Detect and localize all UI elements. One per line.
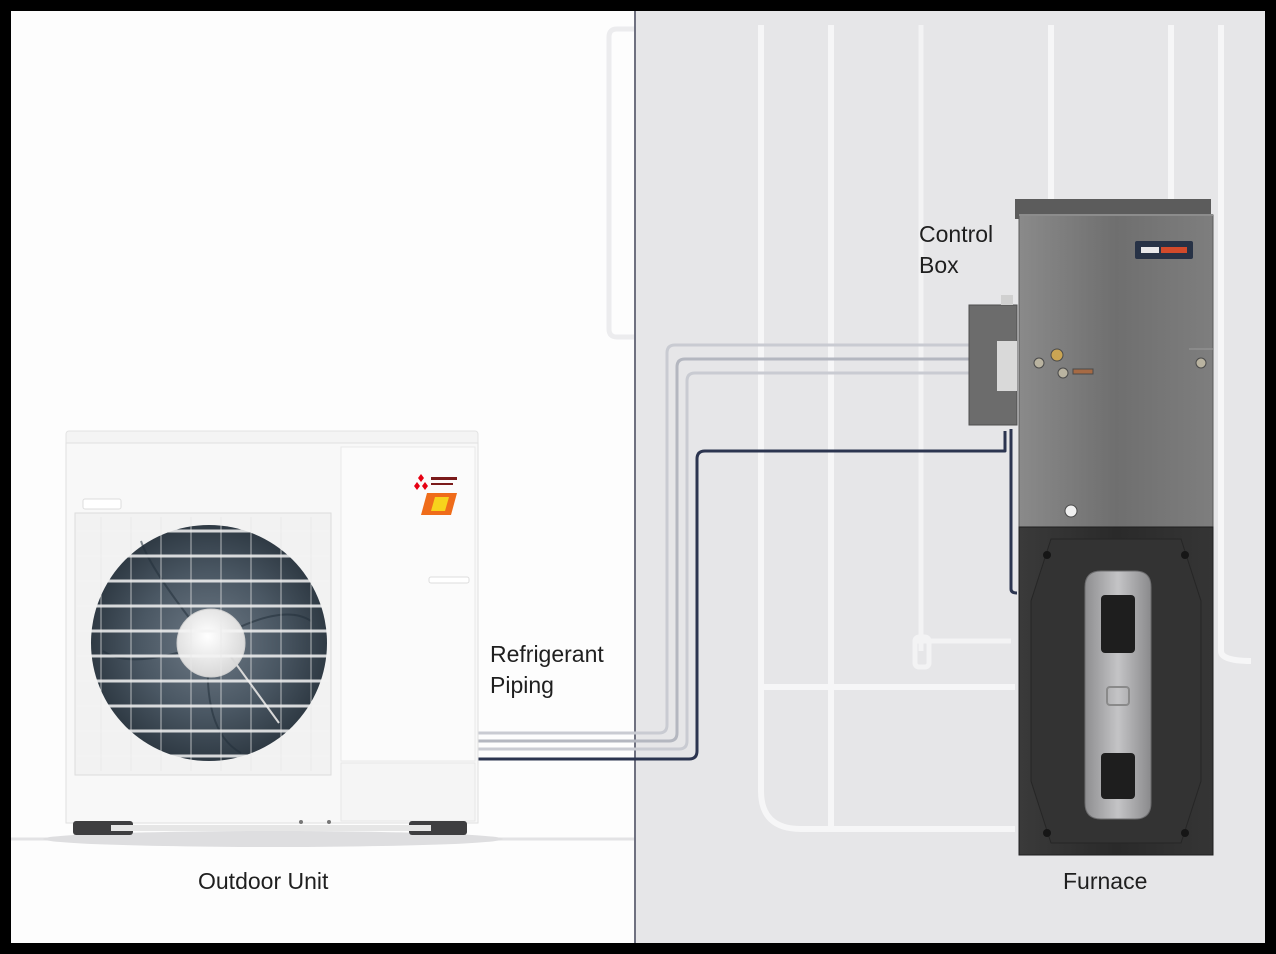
- hvac-system-diagram: [11, 11, 1265, 943]
- refrigerant-piping-label-line-1: Refrigerant: [490, 641, 604, 667]
- control-wire: [1009, 429, 1018, 595]
- refrigerant-fittings: [1033, 348, 1207, 518]
- outdoor-unit: [43, 430, 503, 847]
- hyper-heat-badge-icon: [421, 493, 457, 515]
- furnace: [968, 199, 1214, 856]
- refrigerant-piping: [477, 343, 1018, 761]
- fan-hub: [176, 608, 246, 678]
- indoor-pipe-outline: [912, 25, 1011, 670]
- refrigerant-pipe-4: [477, 431, 1007, 761]
- indoor-duct-outlines: [758, 25, 1252, 832]
- outdoor-unit-label: Outdoor Unit: [198, 868, 329, 894]
- refrigerant-piping-label-line-2: Piping: [490, 672, 554, 698]
- refrigerant-pipe-2: [477, 357, 971, 743]
- fan-guard: [77, 529, 329, 758]
- refrigerant-piping-label: Refrigerant Piping: [490, 639, 604, 701]
- furnace-label: Furnace: [1063, 868, 1148, 894]
- refrigerant-pipe-1: [477, 343, 971, 735]
- outdoor-duct-outline: [606, 26, 635, 340]
- control-box-label-line-2: Box: [919, 252, 959, 278]
- control-box-label: Control Box: [919, 219, 993, 281]
- three-diamond-logo-icon: [414, 474, 457, 490]
- control-box-label-line-1: Control: [919, 221, 994, 247]
- refrigerant-pipe-3: [477, 371, 971, 751]
